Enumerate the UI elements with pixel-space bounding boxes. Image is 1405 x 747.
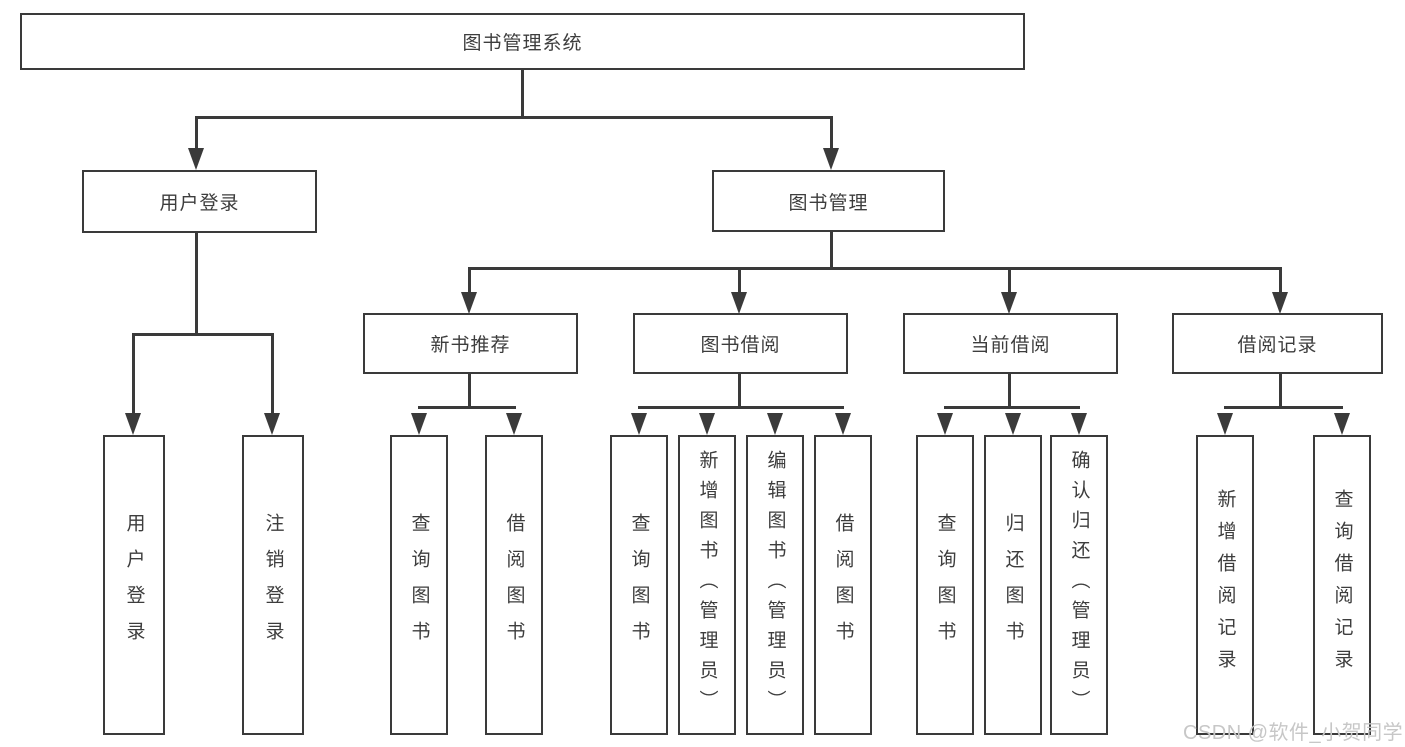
connector-l3-stem — [1279, 267, 1282, 294]
arrow-down-icon — [937, 413, 953, 435]
arrow-down-icon — [411, 413, 427, 435]
node-bb-borrow-label: 借阅图书 — [832, 513, 854, 657]
arrow-down-icon — [506, 413, 522, 435]
connector-l3-stem — [1008, 267, 1011, 294]
node-bb-add-label: 新增图书（管理员） — [696, 450, 718, 720]
node-nb-borrow: 借阅图书 — [485, 435, 543, 735]
arrow-down-icon — [264, 413, 280, 435]
node-current: 当前借阅 — [903, 313, 1118, 374]
node-br-query: 查询借阅记录 — [1313, 435, 1371, 735]
arrow-down-icon — [461, 292, 477, 314]
node-mgmt-branch: 图书管理 — [712, 170, 945, 232]
arrow-down-icon — [823, 148, 839, 170]
node-nb-query-label: 查询图书 — [408, 513, 430, 657]
connector-user-bar — [132, 333, 273, 336]
connector-borrow-down — [738, 374, 741, 408]
connector-level2-bar — [195, 116, 832, 119]
connector-mgmt-stem — [830, 116, 833, 150]
connector-root-stem — [521, 70, 524, 118]
connector-newbook-down — [468, 374, 471, 408]
node-nb-query: 查询图书 — [390, 435, 448, 735]
connector-l3-stem — [468, 267, 471, 294]
connector-user-down — [195, 232, 198, 335]
node-user-login: 用户登录 — [103, 435, 165, 735]
node-root: 图书管理系统 — [20, 13, 1025, 70]
connector-record-bar — [1224, 406, 1343, 409]
node-cb-query: 查询图书 — [916, 435, 974, 735]
node-bb-edit-label: 编辑图书（管理员） — [764, 450, 786, 720]
arrow-down-icon — [188, 148, 204, 170]
csdn-watermark: CSDN @软件_小贺同学 — [1183, 722, 1404, 744]
arrow-down-icon — [1334, 413, 1350, 435]
connector-current-down — [1008, 374, 1011, 408]
node-cb-confirm: 确认归还（管理员） — [1050, 435, 1108, 735]
node-br-query-label: 查询借阅记录 — [1331, 489, 1353, 681]
connector-level3-bar — [468, 267, 1282, 270]
node-user-login-label: 用户登录 — [123, 513, 145, 657]
node-bb-query: 查询图书 — [610, 435, 668, 735]
node-record: 借阅记录 — [1172, 313, 1383, 374]
node-cb-query-label: 查询图书 — [934, 513, 956, 657]
connector-l3-stem — [738, 267, 741, 294]
node-bb-query-label: 查询图书 — [628, 513, 650, 657]
node-borrow: 图书借阅 — [633, 313, 848, 374]
node-logout-label: 注销登录 — [262, 513, 284, 657]
node-bb-edit: 编辑图书（管理员） — [746, 435, 804, 735]
node-newbook: 新书推荐 — [363, 313, 578, 374]
arrow-down-icon — [631, 413, 647, 435]
arrow-down-icon — [1005, 413, 1021, 435]
node-cb-return: 归还图书 — [984, 435, 1042, 735]
connector-user-c1-stem — [132, 333, 135, 415]
node-bb-add: 新增图书（管理员） — [678, 435, 736, 735]
node-br-add: 新增借阅记录 — [1196, 435, 1254, 735]
arrow-down-icon — [767, 413, 783, 435]
connector-user-c2-stem — [271, 333, 274, 415]
arrow-down-icon — [1001, 292, 1017, 314]
node-logout: 注销登录 — [242, 435, 304, 735]
arrow-down-icon — [1272, 292, 1288, 314]
connector-current-bar — [944, 406, 1080, 409]
connector-borrow-bar — [638, 406, 844, 409]
node-user-branch: 用户登录 — [82, 170, 317, 233]
arrow-down-icon — [731, 292, 747, 314]
arrow-down-icon — [835, 413, 851, 435]
connector-record-down — [1279, 374, 1282, 408]
arrow-down-icon — [1071, 413, 1087, 435]
connector-mgmt-down — [830, 232, 833, 269]
arrow-down-icon — [699, 413, 715, 435]
connector-user-stem — [195, 116, 198, 150]
node-br-add-label: 新增借阅记录 — [1214, 489, 1236, 681]
node-nb-borrow-label: 借阅图书 — [503, 513, 525, 657]
node-cb-confirm-label: 确认归还（管理员） — [1068, 450, 1090, 720]
connector-newbook-bar — [418, 406, 516, 409]
arrow-down-icon — [1217, 413, 1233, 435]
arrow-down-icon — [125, 413, 141, 435]
node-cb-return-label: 归还图书 — [1002, 513, 1024, 657]
node-bb-borrow: 借阅图书 — [814, 435, 872, 735]
